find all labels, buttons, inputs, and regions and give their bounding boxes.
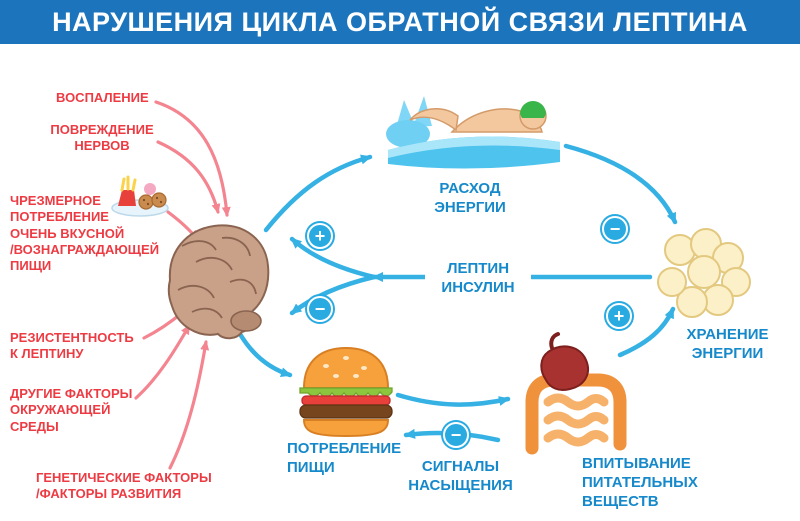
arrow-environment	[134, 324, 191, 400]
plus-badge: +	[307, 223, 333, 249]
page-title: НАРУШЕНИЯ ЦИКЛА ОБРАТНОЙ СВЯЗИ ЛЕПТИНА	[52, 6, 748, 37]
factor-leptin-resistance: РЕЗИСТЕНТНОСТЬ К ЛЕПТИНУ	[10, 330, 134, 362]
label-satiety-signals: СИГНАЛЫ НАСЫЩЕНИЯ	[408, 458, 513, 494]
label-food-intake: ПОТРЕБЛЕНИЕ ПИЩИ	[287, 440, 402, 476]
minus-badge: −	[443, 422, 469, 448]
minus-badge: −	[307, 296, 333, 322]
arrow-leptin-fork-down	[289, 274, 377, 316]
arrow-absorption-to-storage	[617, 306, 676, 358]
factor-inflammation: ВОСПАЛЕНИЕ	[56, 90, 149, 105]
brain-icon	[167, 224, 270, 340]
swimmer-icon	[386, 96, 560, 169]
label-leptin-insulin: ЛЕПТИН ИНСУЛИН	[425, 259, 531, 299]
cycle-arrows	[237, 143, 678, 443]
arrow-inflammation	[154, 100, 231, 217]
plus-badge: +	[606, 303, 632, 329]
arrow-intake-to-absorption	[395, 392, 511, 407]
factor-palatable-food: ЧРЕЗМЕРНОЕ ПОТРЕБЛЕНИЕ ОЧЕНЬ ВКУСНОЙ /ВО…	[10, 193, 160, 273]
arrow-brain-to-expenditure	[263, 154, 373, 233]
factor-arrows	[134, 100, 231, 470]
arrow-brain-to-intake	[237, 331, 293, 378]
label-energy-storage: ХРАНЕНИЕ ЭНЕРГИИ	[686, 326, 769, 362]
arrow-expenditure-to-storage	[563, 143, 678, 225]
label-nutrient-absorption: ВПИТЫВАНИЕ ПИТАТЕЛЬНЫХ ВЕЩЕСТВ	[582, 455, 698, 510]
hamburger-icon	[299, 346, 393, 438]
factor-nerve-damage: ПОВРЕЖДЕНИЕ НЕРВОВ	[50, 122, 154, 154]
factor-genetic: ГЕНЕТИЧЕСКИЕ ФАКТОРЫ /ФАКТОРЫ РАЗВИТИЯ	[36, 470, 212, 502]
intestines-icon	[525, 332, 627, 455]
arrow-nerve-damage	[156, 140, 221, 214]
fat-cells-icon	[657, 228, 751, 318]
minus-badge: −	[602, 216, 628, 242]
arrow-leptin-fork-up	[289, 236, 377, 280]
arrow-genetic	[168, 340, 210, 470]
label-energy-expenditure: РАСХОД ЭНЕРГИИ	[434, 180, 506, 216]
snack-plate-icon	[111, 175, 169, 217]
title-bar: НАРУШЕНИЯ ЦИКЛА ОБРАТНОЙ СВЯЗИ ЛЕПТИНА	[0, 0, 800, 44]
factor-environment: ДРУГИЕ ФАКТОРЫ ОКРУЖАЮЩЕЙ СРЕДЫ	[10, 386, 133, 434]
